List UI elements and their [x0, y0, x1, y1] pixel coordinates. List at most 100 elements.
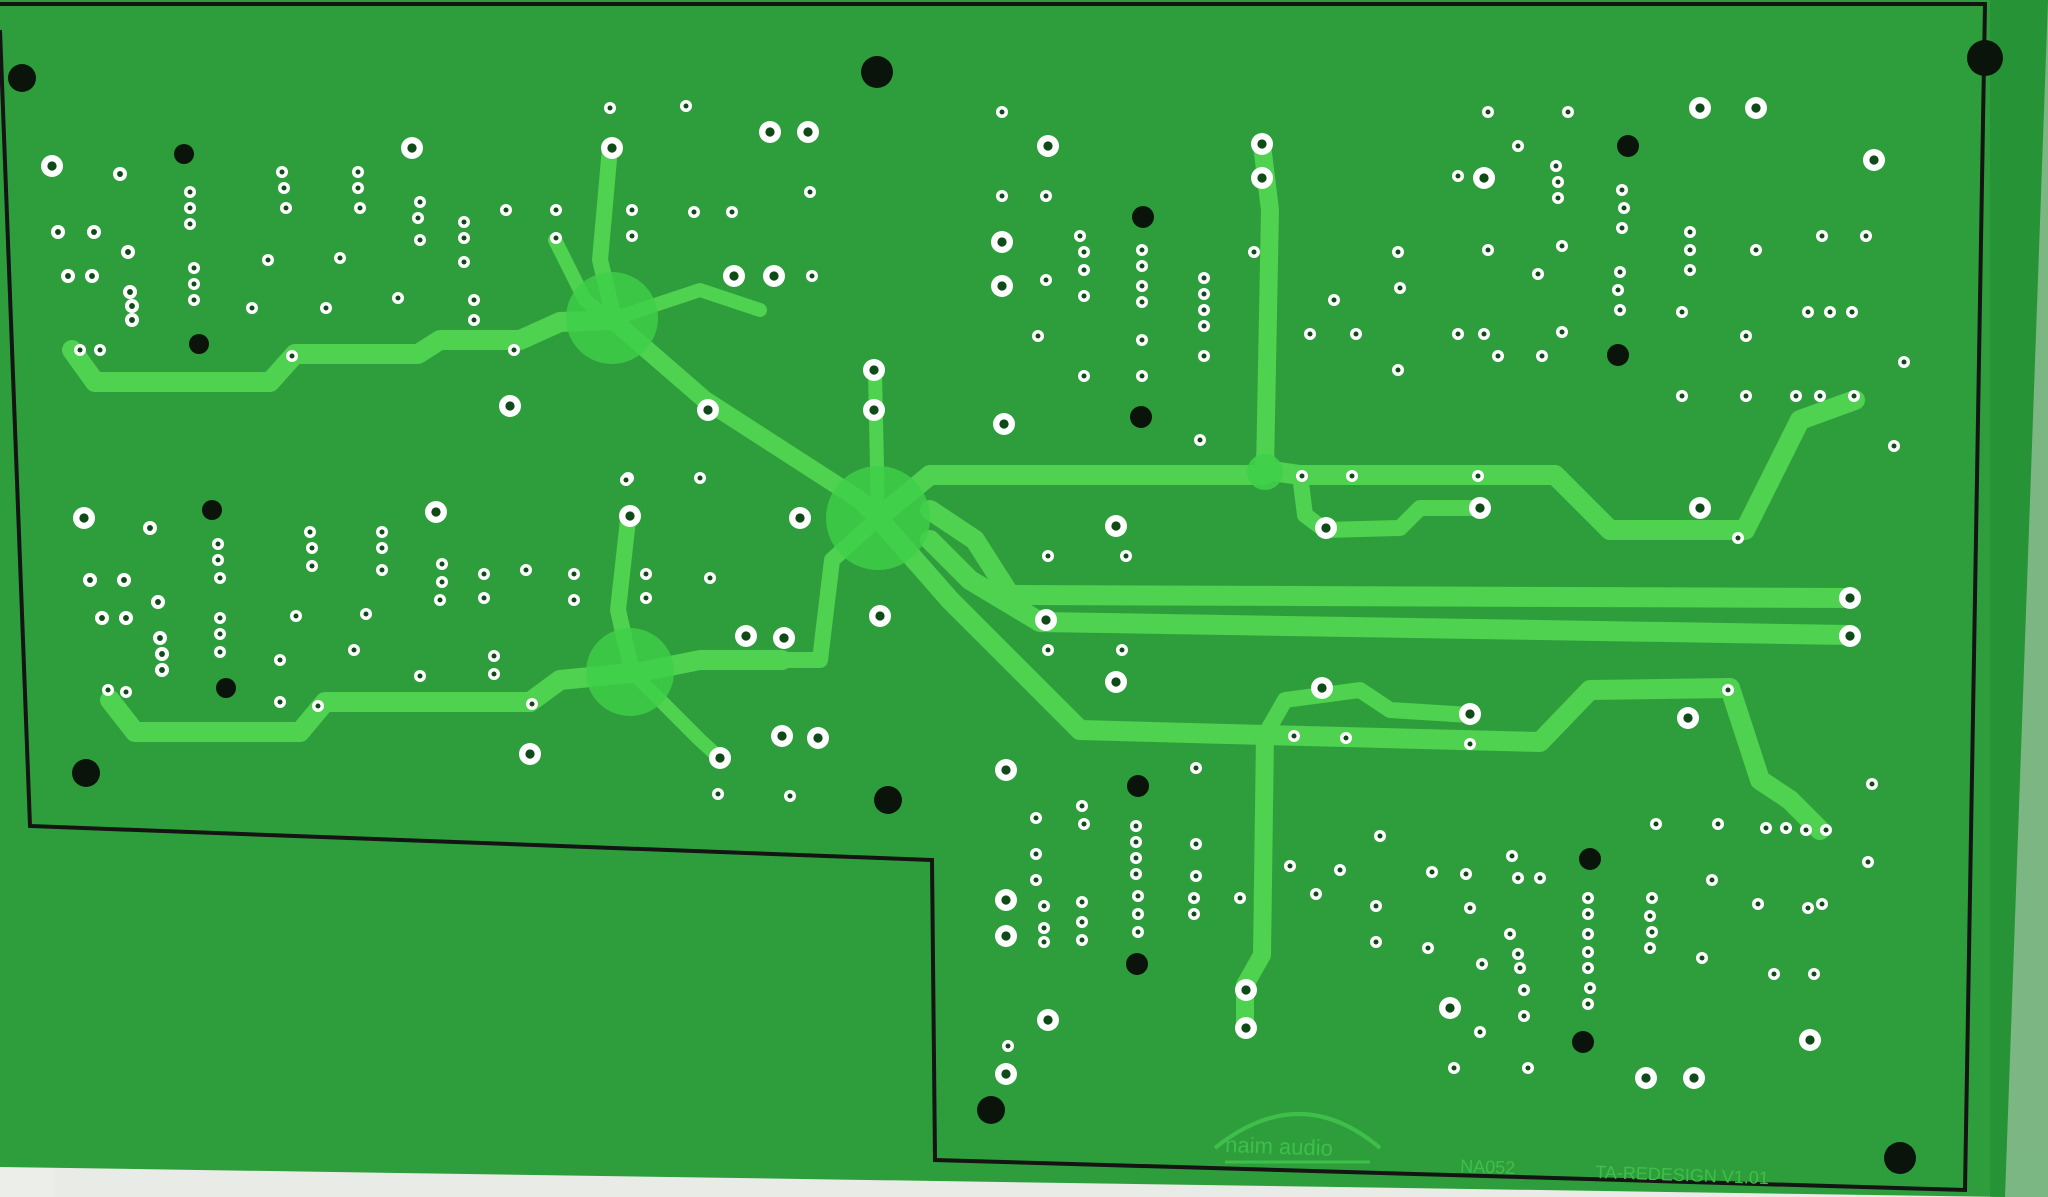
pad-drill	[1553, 163, 1559, 169]
pad-drill	[1715, 821, 1721, 827]
pad-drill	[277, 657, 283, 663]
pad-drill	[407, 143, 417, 153]
pad-drill	[491, 671, 497, 677]
pad-drill	[999, 419, 1009, 429]
pad-drill	[1755, 901, 1761, 907]
pad-drill	[703, 405, 713, 415]
pad-drill	[869, 405, 879, 415]
pad-drill	[1481, 331, 1487, 337]
pad-drill	[1585, 931, 1591, 937]
pad-drill	[1191, 895, 1197, 901]
pad-drill	[147, 525, 153, 531]
pad-drill	[1043, 1015, 1053, 1025]
mount-hole	[1884, 1142, 1916, 1174]
pad-drill	[683, 103, 689, 109]
pad-drill	[1479, 173, 1489, 183]
pad-drill	[1041, 903, 1047, 909]
pad-drill	[191, 297, 197, 303]
pad-drill	[503, 207, 509, 213]
pad-drill	[1001, 931, 1011, 941]
pad-drill	[481, 571, 487, 577]
pad-drill	[1525, 1065, 1531, 1071]
pad-drill	[461, 259, 467, 265]
board-outline	[0, 2, 1988, 1193]
pad-drill	[1201, 323, 1207, 329]
pad-drill	[1555, 179, 1561, 185]
pad-drill	[123, 689, 129, 695]
pad-drill	[1465, 709, 1475, 719]
mount-hole	[861, 56, 893, 88]
pad-drill	[471, 297, 477, 303]
pad-drill	[1317, 683, 1327, 693]
pad-drill	[217, 615, 223, 621]
pad-drill	[1139, 299, 1145, 305]
pad-drill	[1041, 939, 1047, 945]
pad-drill	[1849, 309, 1855, 315]
pad-drill	[379, 567, 385, 573]
pad-drill	[779, 633, 789, 643]
fiducial	[1132, 206, 1154, 228]
pad-drill	[1517, 965, 1523, 971]
pad-drill	[1307, 331, 1313, 337]
mounting-holes	[8, 40, 2003, 1174]
pad-drill	[379, 545, 385, 551]
pad-drill	[123, 615, 129, 621]
mount-hole	[874, 786, 902, 814]
pad-drill	[1803, 827, 1809, 833]
through-hole-pads	[41, 97, 1910, 1089]
pad-drill	[1139, 337, 1145, 343]
pad-drill	[1201, 353, 1207, 359]
pad-drill	[1819, 901, 1825, 907]
pad-drill	[1043, 141, 1053, 151]
copper-traces	[62, 136, 1865, 1039]
pad-drill	[807, 189, 813, 195]
pad-drill	[1139, 373, 1145, 379]
pad-drill	[1817, 393, 1823, 399]
pad-drill	[607, 105, 613, 111]
pad-drill	[1135, 911, 1141, 917]
pad-drill	[697, 475, 703, 481]
pad-drill	[1751, 103, 1761, 113]
pad-drill	[1743, 333, 1749, 339]
pad-drill	[1043, 193, 1049, 199]
pad-drill	[1585, 965, 1591, 971]
pad-drill	[217, 631, 223, 637]
pad-drill	[97, 347, 103, 353]
pad-drill	[769, 271, 779, 281]
pad-drill	[1139, 283, 1145, 289]
pad-drill	[1337, 867, 1343, 873]
pad-drill	[187, 205, 193, 211]
pad-drill	[813, 733, 823, 743]
pad-drill	[1079, 899, 1085, 905]
pad-drill	[875, 611, 885, 621]
pad-drill	[1869, 155, 1879, 165]
pad-drill	[1555, 195, 1561, 201]
pad-drill	[1241, 1023, 1251, 1033]
pad-drill	[309, 563, 315, 569]
pad-drill	[1257, 173, 1267, 183]
pad-drill	[1641, 1073, 1651, 1083]
pad-drill	[77, 347, 83, 353]
pad-drill	[1193, 873, 1199, 879]
pad-drill	[315, 703, 321, 709]
pad-drill	[1135, 893, 1141, 899]
pad-drill	[1615, 287, 1621, 293]
pad-drill	[491, 653, 497, 659]
pad-drill	[1001, 895, 1011, 905]
pad-drill	[79, 513, 89, 523]
pad-drill	[1709, 877, 1715, 883]
mount-hole	[72, 759, 100, 787]
pad-drill	[1679, 309, 1685, 315]
pad-drill	[1197, 437, 1203, 443]
pad-drill	[1395, 249, 1401, 255]
pad-drill	[191, 281, 197, 287]
pad-drill	[47, 161, 57, 171]
pad-drill	[1783, 825, 1789, 831]
pad-drill	[1001, 1069, 1011, 1079]
mount-hole	[8, 64, 36, 92]
pad-drill	[795, 513, 805, 523]
pad-drill	[777, 731, 787, 741]
pad-drill	[729, 271, 739, 281]
pad-drill	[997, 237, 1007, 247]
